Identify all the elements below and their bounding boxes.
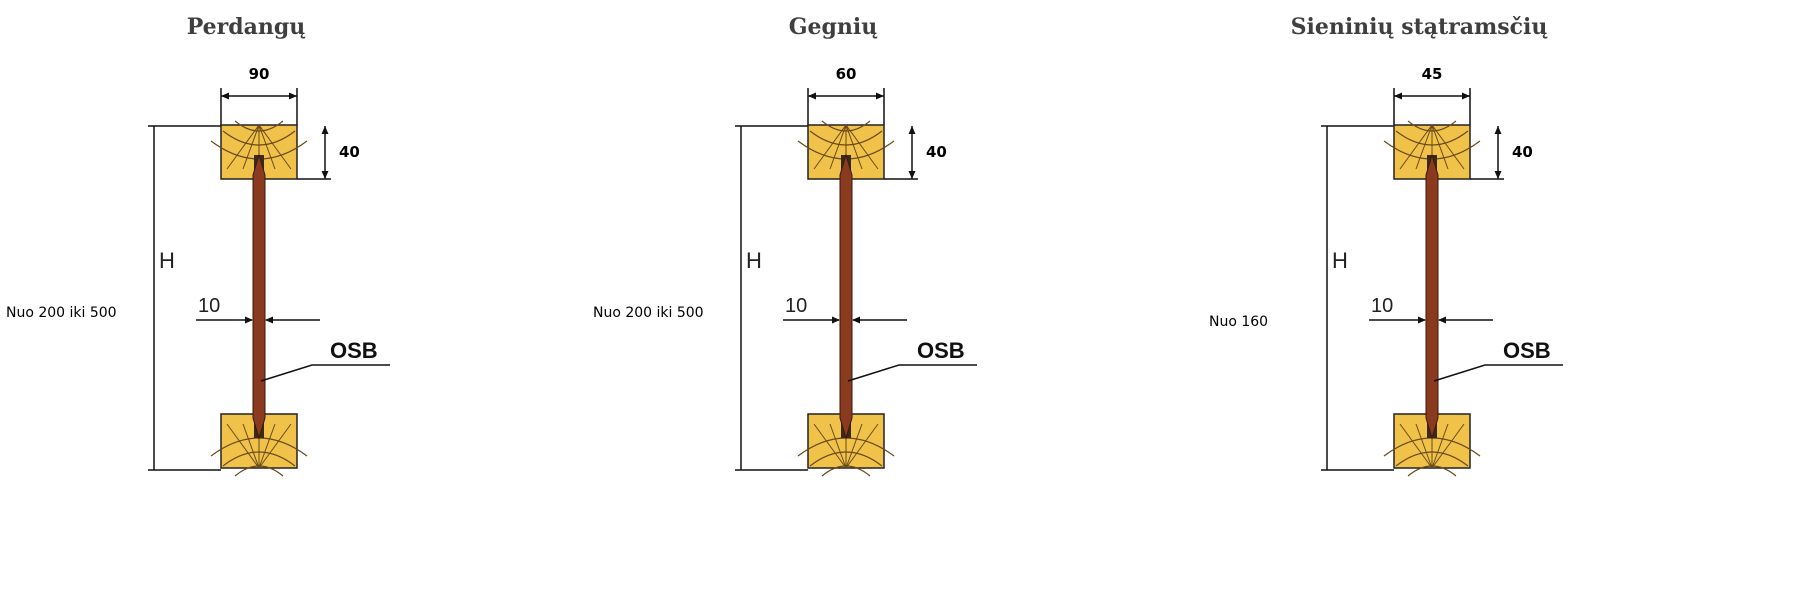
wt-arrow-right xyxy=(265,316,273,324)
wood-ray xyxy=(226,423,260,469)
fh-arrow-top xyxy=(908,126,916,134)
flange-width-value: 90 xyxy=(249,65,270,83)
panel-perdangu: Perdangų Nuo 200 iki 500 H 90 40 xyxy=(0,0,600,597)
flange-width-dimension: 60 xyxy=(807,65,885,125)
wood-ray xyxy=(845,124,879,170)
height-symbol: H xyxy=(159,248,175,273)
flange-width-value: 45 xyxy=(1422,65,1443,83)
flange-height-value: 40 xyxy=(339,143,360,161)
wood-ray xyxy=(242,124,260,170)
width-arrow-left xyxy=(1394,92,1402,100)
flange-height-value: 40 xyxy=(926,143,947,161)
height-dimension: H xyxy=(1321,125,1394,471)
wt-arrow-left xyxy=(245,316,253,324)
wood-ray xyxy=(226,124,260,170)
i-joist-diagram: H 60 40 10 xyxy=(735,65,977,477)
osb-label: OSB xyxy=(330,338,378,363)
web-thickness-value: 10 xyxy=(785,295,807,317)
height-symbol: H xyxy=(1332,248,1348,273)
wood-ray xyxy=(1399,124,1433,170)
osb-leader xyxy=(260,364,390,382)
osb-label-group: OSB xyxy=(847,338,977,382)
panel-title: Sieninių stątramsčių xyxy=(1290,14,1548,40)
web-thickness-value: 10 xyxy=(1371,295,1393,317)
wt-arrow-left xyxy=(832,316,840,324)
wood-ray xyxy=(258,124,292,170)
wood-ray xyxy=(845,124,863,170)
width-arrow-right xyxy=(289,92,297,100)
width-arrow-right xyxy=(1462,92,1470,100)
wood-ray xyxy=(1399,423,1433,469)
fh-arrow-bottom xyxy=(908,171,916,179)
osb-web xyxy=(252,153,266,440)
web-thickness-dimension: 10 xyxy=(783,295,907,324)
wt-arrow-left xyxy=(1418,316,1426,324)
wt-arrow-right xyxy=(852,316,860,324)
fh-arrow-bottom xyxy=(1494,171,1502,179)
flange-height-dimension: 40 xyxy=(884,126,947,180)
panel-sieniniu-statramsciu: Sieninių stątramsčių Nuo 160 H 45 40 xyxy=(1173,0,1773,597)
height-range-label: Nuo 200 iki 500 xyxy=(593,305,704,321)
i-joist-diagram: H 90 40 10 xyxy=(148,65,390,477)
flange-height-dimension: 40 xyxy=(297,126,360,180)
osb-label-group: OSB xyxy=(260,338,390,382)
wood-ray xyxy=(1431,124,1449,170)
osb-web xyxy=(1425,153,1439,440)
wood-ray xyxy=(1415,124,1433,170)
fh-arrow-top xyxy=(321,126,329,134)
wood-ray xyxy=(813,124,847,170)
osb-label-group: OSB xyxy=(1433,338,1563,382)
osb-leader xyxy=(1433,364,1563,382)
osb-label: OSB xyxy=(1503,338,1551,363)
flange-width-dimension: 90 xyxy=(220,65,298,125)
height-dimension: H xyxy=(735,125,808,471)
wood-ray xyxy=(1431,423,1465,469)
height-range-label: Nuo 160 xyxy=(1209,314,1269,330)
wood-ray xyxy=(258,124,276,170)
bottom-flange xyxy=(210,413,308,477)
wood-ray xyxy=(845,423,879,469)
osb-leader xyxy=(847,364,977,382)
flange-width-dimension: 45 xyxy=(1393,65,1471,125)
fh-arrow-top xyxy=(1494,126,1502,134)
height-range-label: Nuo 200 iki 500 xyxy=(6,305,117,321)
width-arrow-right xyxy=(876,92,884,100)
panel-title: Gegnių xyxy=(788,14,878,40)
wood-ray xyxy=(1415,423,1433,469)
panel-title: Perdangų xyxy=(186,14,306,40)
osb-label: OSB xyxy=(917,338,965,363)
wt-arrow-right xyxy=(1438,316,1446,324)
wood-ray xyxy=(1431,423,1449,469)
fh-arrow-bottom xyxy=(321,171,329,179)
osb-web xyxy=(839,153,853,440)
wood-ray xyxy=(845,423,863,469)
width-arrow-left xyxy=(221,92,229,100)
flange-width-value: 60 xyxy=(836,65,857,83)
web-thickness-dimension: 10 xyxy=(196,295,320,324)
wood-ray xyxy=(258,423,292,469)
flange-height-value: 40 xyxy=(1512,143,1533,161)
i-joist-diagram: H 45 40 10 xyxy=(1321,65,1563,477)
height-symbol: H xyxy=(746,248,762,273)
width-arrow-left xyxy=(808,92,816,100)
web-thickness-dimension: 10 xyxy=(1369,295,1493,324)
wood-ray xyxy=(242,423,260,469)
wood-ray xyxy=(829,124,847,170)
wood-ray xyxy=(813,423,847,469)
wood-ray xyxy=(829,423,847,469)
height-dimension: H xyxy=(148,125,221,471)
wood-ray xyxy=(1431,124,1465,170)
wood-ray xyxy=(258,423,276,469)
panel-gegniu: Gegnių Nuo 200 iki 500 H 60 40 xyxy=(587,0,1187,597)
flange-height-dimension: 40 xyxy=(1470,126,1533,180)
web-thickness-value: 10 xyxy=(198,295,220,317)
